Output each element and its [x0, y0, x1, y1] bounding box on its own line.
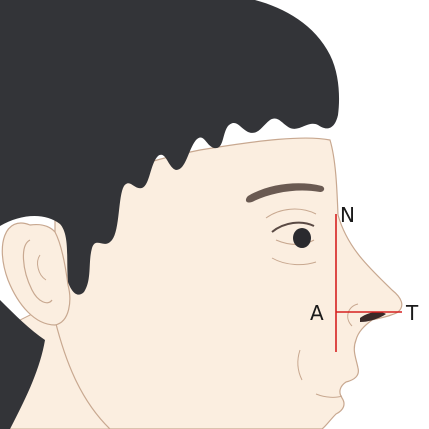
- label-tip: T: [405, 301, 419, 325]
- iris-icon: [293, 228, 311, 248]
- label-nasion: N: [340, 203, 355, 227]
- label-alar: A: [310, 301, 324, 325]
